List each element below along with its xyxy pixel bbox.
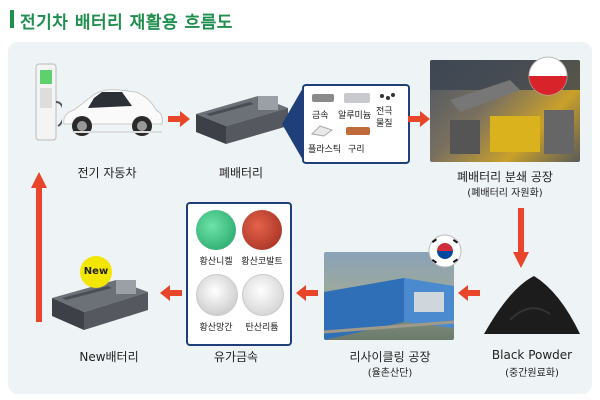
battery-pack-icon xyxy=(196,96,288,144)
black-powder-sublabel: (중간원료화) xyxy=(505,368,559,379)
arrow-left-icon xyxy=(458,285,480,301)
new-badge: New xyxy=(80,256,112,288)
material-label: 알루미늄 xyxy=(338,111,372,121)
korea-flag-icon xyxy=(428,234,462,268)
black-powder-pile-icon xyxy=(484,276,580,334)
page-title: 전기차 배터리 재활용 흐름도 xyxy=(20,13,233,33)
aluminum-material-icon xyxy=(344,93,370,103)
arrow-left-icon xyxy=(296,285,318,301)
material-label-line: 전극 물질 xyxy=(376,107,393,129)
new-battery-label: New배터리 xyxy=(79,350,139,364)
metal-label: 황산망간 xyxy=(199,323,233,333)
callout-wedge xyxy=(282,86,304,162)
new-battery-pack-icon xyxy=(52,280,148,330)
metal-label: 탄산리튬 xyxy=(245,323,279,333)
lithium-carbonate-icon xyxy=(242,274,284,316)
valuable-metals-box: 황산니켈 황산코발트 황산망간 탄산리튬 xyxy=(186,202,292,346)
black-powder-label: Black Powder xyxy=(491,348,573,362)
arrow-right-icon xyxy=(408,111,430,127)
arrow-down-icon xyxy=(513,208,529,268)
plant-sublabel: (폐배터리 자원화) xyxy=(467,188,543,199)
plant-label: 폐배터리 분쇄 공장 xyxy=(457,170,553,184)
material-label: 플라스틱 xyxy=(308,145,342,155)
new-badge-text: New xyxy=(83,266,109,277)
arrow-right-icon xyxy=(168,111,190,127)
metal-material-icon xyxy=(312,94,334,102)
copper-material-icon xyxy=(346,127,370,135)
factory-buildings-shape xyxy=(324,278,454,340)
organic-metal-label: 유가금속 xyxy=(213,350,259,364)
ev-charger-icon xyxy=(35,63,62,141)
metal-label: 황산니켈 xyxy=(199,257,233,267)
plastic-material-icon xyxy=(310,125,334,137)
material-label: 금속 xyxy=(312,111,329,121)
title-accent-bar xyxy=(10,10,14,28)
recycling-sublabel: (율촌산단) xyxy=(367,368,413,379)
recycling-label: 리사이클링 공장 xyxy=(349,350,431,364)
arrow-up-icon xyxy=(31,172,47,322)
arrow-left-icon xyxy=(160,285,182,301)
cobalt-sulfate-icon xyxy=(242,210,282,250)
recycling-plant-photo xyxy=(324,252,454,340)
electrode-material-icon xyxy=(380,93,395,100)
nickel-sulfate-icon xyxy=(196,210,236,250)
waste-battery-label: 폐배터리 xyxy=(218,166,264,180)
materials-box: 금속 알루미늄 전극 물질 플라스틱 구리 xyxy=(302,84,410,164)
metal-label: 황산코발트 xyxy=(241,257,283,267)
material-label: 구리 xyxy=(348,145,365,155)
manganese-sulfate-icon xyxy=(196,274,238,316)
poland-flag-icon xyxy=(528,56,568,96)
ev-label: 전기 자동차 xyxy=(77,166,137,180)
electric-car-icon xyxy=(63,89,163,136)
material-label: 전극 물질 xyxy=(376,106,393,130)
